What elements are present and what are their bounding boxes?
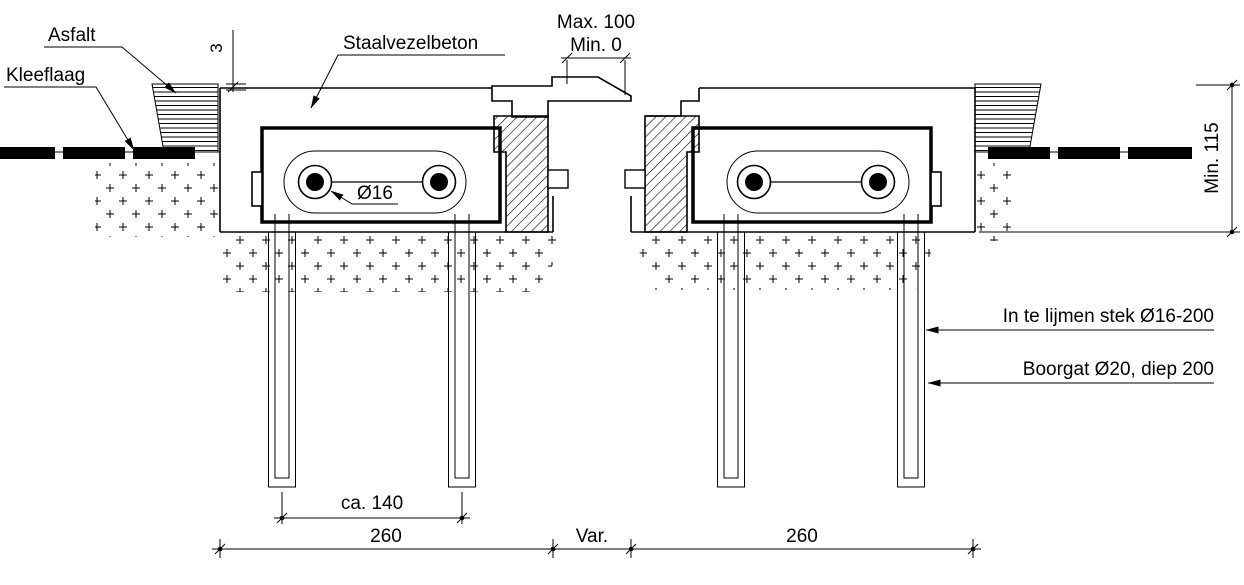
tack-coat-stripes-right (988, 147, 1192, 159)
label-glued-anchor: In te lijmen stek Ø16-200 (1003, 306, 1214, 327)
rebar-core (869, 173, 887, 191)
dimension-bottom (212, 539, 981, 558)
dowels-left (268, 214, 476, 488)
dowel-bar (723, 214, 739, 479)
label-min-height: Min. 115 (1202, 122, 1223, 193)
label-right-width: 260 (786, 526, 818, 547)
asphalt-left (151, 83, 219, 153)
right-block-outline (630, 87, 976, 233)
step-profile-right (646, 88, 700, 117)
label-drill-hole: Boorgat Ø20, diep 200 (1023, 359, 1214, 380)
steel-edge-profile-left (493, 115, 549, 233)
text-labels: Asfalt Kleeflaag Staalvezelbeton Max. 10… (6, 12, 1223, 547)
leader-lines (4, 46, 1214, 387)
label-left-width: 260 (370, 526, 402, 547)
side-notch-left (251, 171, 263, 207)
asfalt-leader (44, 46, 177, 94)
rebar-core (745, 173, 763, 191)
label-max-gap: Max. 100 (557, 12, 635, 33)
kleeflaag-leader (4, 86, 135, 151)
label-dowel-spacing: ca. 140 (341, 493, 403, 514)
rebar-loop-right (726, 150, 910, 214)
label-asfalt: Asfalt (48, 25, 96, 46)
right-block (624, 87, 976, 488)
rebar-sections-left (297, 164, 457, 200)
substrate-under-left-block (218, 232, 568, 292)
dimension-dowel-spacing (274, 492, 470, 524)
borehole-outline (897, 232, 925, 488)
asphalt-layers (151, 83, 1042, 153)
dimension-3 (226, 30, 246, 93)
dimension-height (979, 79, 1240, 238)
dowel-bar (454, 214, 470, 479)
road-surface (0, 147, 1192, 159)
label-gap-width: Var. (576, 526, 608, 547)
side-notch-right (930, 171, 942, 207)
rebar-sections-right (736, 164, 896, 200)
label-min-gap: Min. 0 (570, 35, 622, 56)
substrate-under-right-block (631, 232, 940, 290)
substrate-right-shoulder (975, 163, 1012, 241)
dowels-right (717, 214, 925, 488)
diameter-leader (330, 190, 398, 205)
rebar-core (430, 173, 448, 191)
rebar-loop-left (283, 150, 467, 214)
steel-edge-profile-right (644, 115, 700, 233)
label-kleeflaag: Kleeflaag (6, 65, 85, 86)
staalvezelbeton-leader (310, 54, 505, 109)
dowel-bar (274, 214, 290, 479)
dowel-bar (903, 214, 919, 479)
substrate-hatch (95, 163, 1012, 292)
left-block-outline (219, 87, 554, 233)
substrate-left-shoulder (95, 163, 218, 237)
borehole-outline (448, 232, 476, 488)
borehole-outline (268, 232, 296, 488)
claw-profile-left (491, 76, 632, 118)
label-top-offset: 3 (207, 43, 226, 52)
tack-coat-stripes-left (0, 147, 195, 159)
asphalt-right (974, 83, 1042, 153)
label-bar-diameter: Ø16 (357, 183, 393, 204)
steel-tab-left (547, 169, 569, 189)
left-block (219, 76, 632, 488)
dimension-gap (561, 52, 631, 95)
borehole-outline (717, 232, 745, 488)
rebar-core (306, 173, 324, 191)
steel-tab-right (624, 169, 646, 189)
label-staalvezelbeton: Staalvezelbeton (343, 33, 478, 54)
